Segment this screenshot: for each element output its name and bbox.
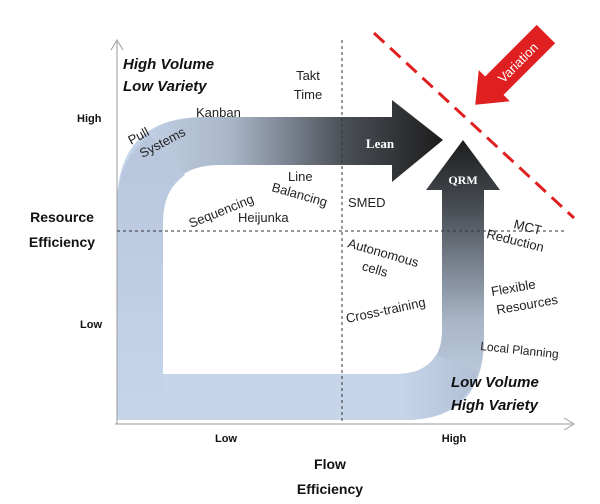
x-axis-arrowhead xyxy=(563,417,575,431)
term-mct-line1: MCT xyxy=(512,216,543,237)
term-heijunka: Heijunka xyxy=(238,210,289,225)
term-takt-line1: Takt xyxy=(296,68,320,83)
lean-label: Lean xyxy=(366,136,395,151)
term-local-planning: Local Planning xyxy=(480,339,560,361)
term-mct-reduction: MCT Reduction xyxy=(485,216,545,254)
top-left-title-line2: Low Variety xyxy=(123,78,207,95)
y-axis-arrowhead xyxy=(110,39,124,51)
term-cross-training-text: Cross-training xyxy=(345,294,427,325)
term-smed: SMED xyxy=(348,195,386,210)
term-flexible-resources: Flexible Resources xyxy=(490,276,560,317)
term-autonomous-cells: Autonomous cells xyxy=(346,235,421,280)
top-left-title-line1: High Volume xyxy=(123,56,214,73)
variation-boundary-line xyxy=(372,31,576,220)
x-axis-title-line2: Efficiency xyxy=(297,481,363,497)
x-tick-low: Low xyxy=(215,433,237,445)
bottom-right-title-line2: High Variety xyxy=(451,397,539,414)
term-kanban: Kanban xyxy=(196,105,241,120)
term-cross-training: Cross-training xyxy=(345,294,427,325)
term-line-balancing-line1: Line xyxy=(288,169,313,184)
y-tick-low: Low xyxy=(80,319,102,331)
y-axis-title-line1: Resource xyxy=(30,209,94,225)
qrm-label: QRM xyxy=(448,173,477,187)
lean-arrow-left-leg xyxy=(117,135,185,420)
qrm-arrow-bottom-leg xyxy=(163,355,478,420)
y-axis-title-line2: Efficiency xyxy=(29,234,95,250)
bottom-right-title-line1: Low Volume xyxy=(451,374,539,391)
term-takt-line2: Time xyxy=(294,87,322,102)
y-tick-high: High xyxy=(77,113,102,125)
x-axis-title-line1: Flow xyxy=(314,456,346,472)
term-autonomous-line2: cells xyxy=(360,258,390,280)
variation-arrow: Variation xyxy=(475,24,556,105)
term-local-planning-text: Local Planning xyxy=(480,339,560,361)
x-tick-high: High xyxy=(442,433,467,445)
